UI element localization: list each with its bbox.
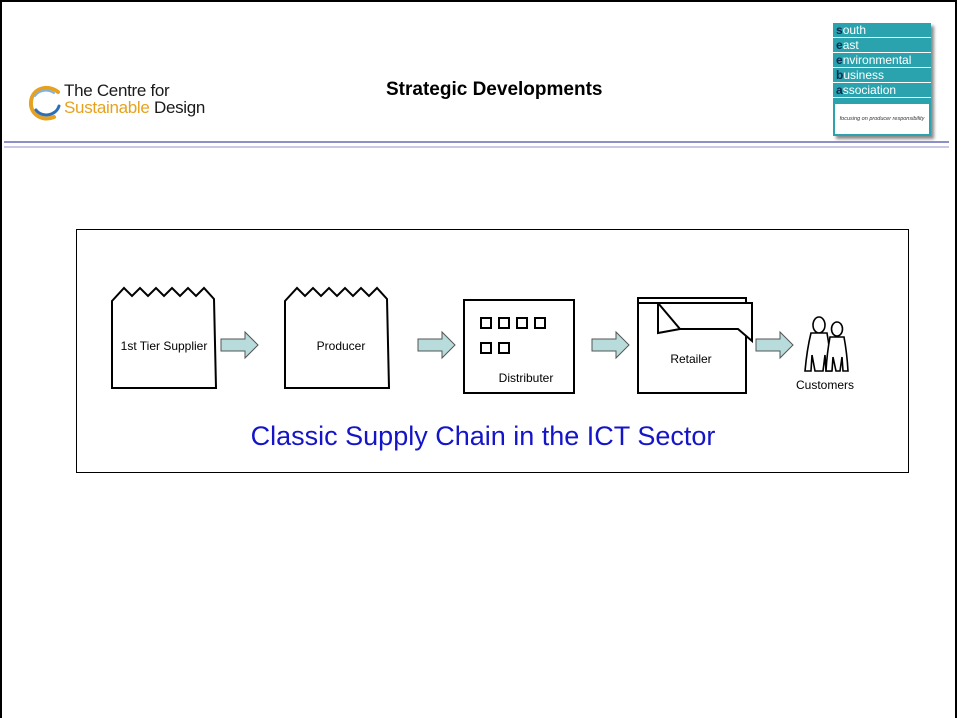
seba-word: nvironmental: [842, 53, 912, 67]
seba-row: association: [833, 83, 931, 98]
flow-arrow-icon: [755, 330, 794, 360]
node-label-distributer: Distributer: [499, 371, 554, 385]
node-label-supplier: 1st Tier Supplier: [121, 339, 208, 353]
flow-arrow-icon: [591, 330, 630, 360]
header-divider: [4, 141, 949, 143]
factory-icon: [111, 286, 218, 389]
logo-line-1: The Centre for: [64, 81, 170, 100]
logo-line-2: Sustainable Design: [64, 99, 205, 116]
seba-row: environmental: [833, 53, 931, 68]
flow-arrow-icon: [417, 330, 456, 360]
seba-logo: south east environmental business associ…: [833, 23, 931, 136]
people-icon: [804, 316, 849, 372]
flow-arrow-icon: [220, 330, 259, 360]
logo-highlight-word: Sustainable: [64, 98, 150, 117]
warehouse-icon: [463, 299, 575, 394]
swirl-logo-icon: [28, 85, 61, 121]
seba-initial: e: [836, 38, 843, 52]
seba-initial: s: [836, 23, 843, 37]
node-label-producer: Producer: [317, 339, 366, 353]
factory-icon: [284, 286, 391, 389]
diagram-caption: Classic Supply Chain in the ICT Sector: [251, 421, 716, 451]
seba-tagline: focusing on producer responsibility: [835, 104, 929, 134]
shop-icon: [637, 297, 753, 394]
seba-word: outh: [842, 23, 867, 37]
slide-title: Strategic Developments: [386, 79, 603, 100]
seba-word: usiness: [843, 68, 885, 82]
seba-word: ssociation: [842, 83, 897, 97]
header-divider: [4, 146, 949, 148]
logo-rest-word: Design: [149, 98, 206, 117]
seba-initial: e: [836, 53, 843, 67]
node-label-retailer: Retailer: [670, 352, 711, 366]
seba-row: east: [833, 38, 931, 53]
supply-chain-diagram: 1st Tier Supplier Producer Distributer: [76, 229, 909, 473]
seba-initial: a: [836, 83, 843, 97]
logo-text: The Centre for Sustainable Design: [64, 82, 205, 116]
seba-row: south: [833, 23, 931, 38]
centre-sustainable-design-logo: The Centre for Sustainable Design: [28, 80, 268, 130]
seba-word: ast: [842, 38, 859, 52]
seba-initial: b: [836, 68, 844, 82]
node-label-customers: Customers: [796, 378, 854, 392]
seba-row: business: [833, 68, 931, 83]
